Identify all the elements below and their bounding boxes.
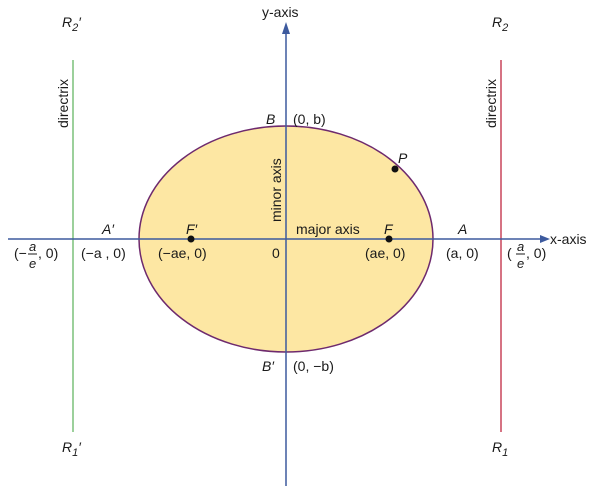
y-axis-label: y-axis <box>262 4 299 20</box>
svg-text:a: a <box>29 239 36 254</box>
label-b-prime-coord: (0, −b) <box>293 358 334 374</box>
svg-text:a: a <box>517 239 524 254</box>
label-b-prime: B′ <box>262 358 275 374</box>
label-r2-prime: R2′ <box>62 14 82 34</box>
right-directrix-coord: ( a e , 0) <box>507 239 546 271</box>
svg-text:(−: (− <box>14 245 27 261</box>
svg-text:e: e <box>517 256 524 271</box>
label-r1-prime: R1′ <box>62 439 82 459</box>
minor-axis-label: minor axis <box>268 158 284 222</box>
svg-text:, 0): , 0) <box>526 245 546 261</box>
label-a-prime-coord: (−a , 0) <box>81 245 126 261</box>
svg-text:e: e <box>29 256 36 271</box>
focus-f-point <box>385 235 393 243</box>
label-f-prime-coord: (−ae, 0) <box>158 245 207 261</box>
left-directrix-coord: (− a e , 0) <box>14 239 58 271</box>
x-axis-arrow-icon <box>540 235 550 243</box>
label-r2: R2 <box>492 14 508 34</box>
y-axis-arrow-icon <box>282 22 290 34</box>
label-b: B <box>266 111 275 127</box>
label-f-coord: (ae, 0) <box>365 245 405 261</box>
svg-text:(: ( <box>507 245 512 261</box>
svg-text:, 0): , 0) <box>38 245 58 261</box>
focus-f-prime-point <box>187 235 195 243</box>
label-p: P <box>398 150 408 166</box>
label-f: F <box>384 221 394 237</box>
point-p <box>391 165 399 173</box>
x-axis-label: x-axis <box>550 231 587 247</box>
label-a: A <box>457 221 467 237</box>
label-r1: R1 <box>492 439 508 459</box>
major-axis-label: major axis <box>296 221 360 237</box>
label-a-prime: A′ <box>101 221 115 237</box>
label-origin: 0 <box>272 245 280 261</box>
label-a-coord: (a, 0) <box>446 245 479 261</box>
label-f-prime: F′ <box>186 221 199 237</box>
directrix-right-label: directrix <box>483 79 499 128</box>
directrix-left-label: directrix <box>55 79 71 128</box>
label-b-coord: (0, b) <box>293 111 326 127</box>
